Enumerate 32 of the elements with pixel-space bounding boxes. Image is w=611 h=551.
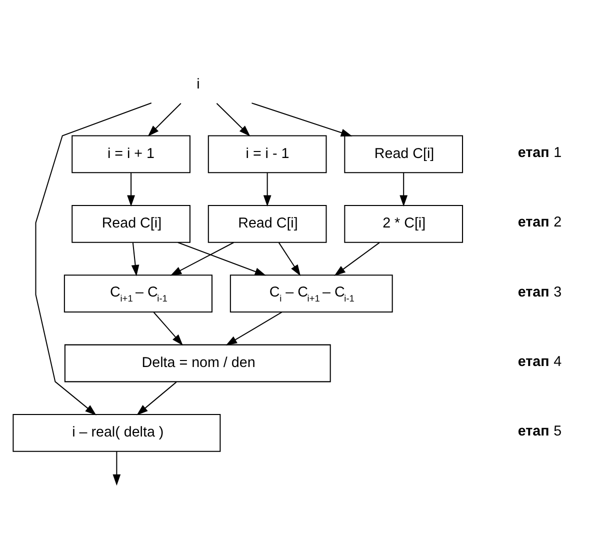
label: етап 3 [517, 284, 562, 300]
arrow [251, 102, 352, 136]
node-box: C$_{i+1}$ – C$_{i-1}$ [63, 274, 212, 313]
node-box: 2 * C[i] [344, 204, 463, 243]
label: етап 1 [517, 144, 562, 161]
arrow [262, 173, 271, 207]
arrow [126, 173, 134, 207]
node-box: i = i + 1 [71, 135, 190, 174]
label: етап 4 [517, 354, 562, 370]
arrow [147, 102, 181, 136]
node-box: Delta = nom / den [64, 344, 330, 382]
node-box: i = i - 1 [207, 135, 326, 174]
arrow [399, 173, 408, 207]
label: етап 5 [517, 424, 562, 440]
arrow [152, 312, 182, 346]
node-text: i [196, 76, 200, 92]
arrow [225, 312, 282, 346]
arrow [278, 242, 300, 276]
label: етап 2 [517, 214, 562, 231]
arrow [130, 242, 139, 276]
node-box: Read C[i] [344, 135, 463, 174]
arrow [34, 102, 152, 416]
arrow [216, 102, 250, 136]
arrow [170, 242, 234, 276]
arrow [136, 382, 176, 416]
arrow [112, 452, 120, 486]
node-box: Read C[i] [71, 204, 190, 243]
node-box: Read C[i] [207, 204, 326, 243]
arrow [177, 242, 266, 276]
node-box: C$_{i}$ – C$_{i+1}$ – C$_{i-1}$ [229, 274, 392, 313]
arrow [334, 242, 380, 276]
node-box: i – real( delta ) [12, 414, 220, 452]
